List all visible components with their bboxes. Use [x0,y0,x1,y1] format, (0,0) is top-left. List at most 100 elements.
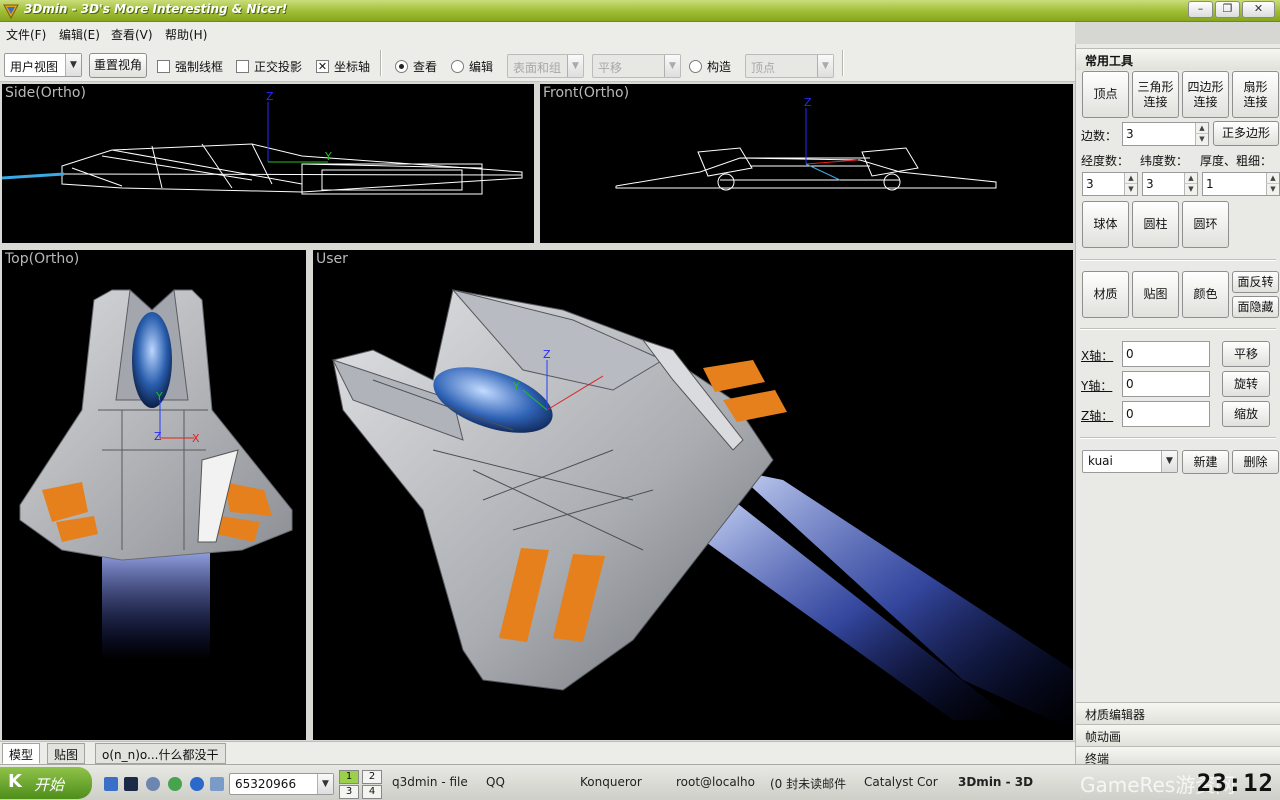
rotate-button[interactable]: 旋转 [1222,371,1270,397]
file-manager-icon[interactable] [104,777,118,791]
terminal-section[interactable]: 终端 [1076,746,1280,766]
tab-status[interactable]: o(n_n)o...什么都没干 [95,743,226,764]
hide-face-button[interactable]: 面隐藏 [1232,296,1279,318]
group-select-value: kuai [1088,454,1113,468]
tab-model[interactable]: 模型 [2,743,41,764]
top-ship-render: Y Z X [19,288,293,660]
ortho-projection-label: 正交投影 [254,60,303,74]
spin-down-icon[interactable]: ▼ [1266,184,1279,195]
force-wireframe-checkbox[interactable] [157,60,170,73]
side-wireframe: Z Y [2,90,523,195]
spin-up-icon[interactable]: ▲ [1184,173,1197,184]
desktop-4[interactable]: 4 [362,785,382,799]
menu-help[interactable]: 帮助(H) [165,28,208,42]
x-axis-label: X轴： [1081,349,1114,363]
tools-panel-header[interactable]: 常用工具 [1076,48,1280,70]
start-button[interactable]: K 开始 [0,767,92,799]
tab-texture[interactable]: 贴图 [47,743,86,764]
clock[interactable]: 23:12 [1196,769,1274,797]
sphere-button[interactable]: 球体 [1082,201,1129,248]
surface-group-value: 表面和组 [513,61,562,75]
ortho-projection-checkbox[interactable] [236,60,249,73]
triangle-connect-button[interactable]: 三角形 连接 [1132,71,1179,118]
latitude-spinbox[interactable]: 3 ▲▼ [1142,172,1198,196]
close-button[interactable]: ✕ [1242,1,1275,18]
new-group-button[interactable]: 新建 [1182,450,1229,474]
delete-group-button[interactable]: 删除 [1232,450,1279,474]
front-viewport[interactable]: Z Front(Ortho) [540,84,1073,243]
color-button[interactable]: 颜色 [1182,271,1229,318]
z-axis-label: Z轴： [1081,409,1114,423]
fan-connect-button[interactable]: 扇形 连接 [1232,71,1279,118]
z-axis-input[interactable]: 0 [1122,401,1210,427]
task-mail[interactable]: (0 封未读邮件 [770,777,847,791]
spin-down-icon[interactable]: ▼ [1195,134,1208,145]
vertex-select[interactable]: 顶点 ▼ [745,54,834,78]
spin-up-icon[interactable]: ▲ [1195,123,1208,134]
axes-label: 坐标轴 [334,60,371,74]
sides-label: 边数： [1081,129,1118,143]
spin-up-icon[interactable]: ▲ [1266,173,1279,184]
regular-polygon-button[interactable]: 正多边形 [1213,121,1279,146]
task-q3dmin[interactable]: q3dmin - file [392,775,468,789]
network-icon[interactable] [168,777,182,791]
menu-view[interactable]: 查看(V) [111,28,153,42]
task-3dmin[interactable]: 3Dmin - 3D [958,775,1034,789]
flip-face-button[interactable]: 面反转 [1232,271,1279,293]
toolbar-divider [380,50,382,76]
transform-select[interactable]: 平移 ▼ [592,54,681,78]
y-axis-label: Y轴： [1081,379,1113,393]
user-viewport[interactable]: Z Y User [313,250,1073,740]
move-button[interactable]: 平移 [1222,341,1270,367]
reset-view-button[interactable]: 重置视角 [89,53,147,78]
terminal-icon[interactable] [124,777,138,791]
quick-input[interactable]: 65320966 ▼ [229,773,334,795]
surface-group-select[interactable]: 表面和组 ▼ [507,54,584,78]
task-konqueror[interactable]: Konqueror [580,775,642,789]
axes-checkbox[interactable]: ✕ [316,60,329,73]
side-viewport[interactable]: Z Y Side(Ortho) [2,84,534,243]
desktop-1[interactable]: 1 [339,770,359,784]
texture-button[interactable]: 贴图 [1132,271,1179,318]
svg-text:X: X [192,432,200,445]
task-qq[interactable]: QQ [486,775,505,789]
spin-down-icon[interactable]: ▼ [1184,184,1197,195]
panel-divider [1080,328,1276,330]
browser-icon[interactable] [146,777,160,791]
top-viewport[interactable]: Y Z X Top(Ortho) [2,250,306,740]
mode-build-radio[interactable] [689,60,702,73]
view-select[interactable]: 用户视图 ▼ [4,53,82,77]
mode-edit-radio[interactable] [451,60,464,73]
material-editor-section[interactable]: 材质编辑器 [1076,702,1280,724]
scale-button[interactable]: 缩放 [1222,401,1270,427]
kde-logo-icon: K [8,771,22,792]
y-axis-input[interactable]: 0 [1122,371,1210,397]
toolbar-divider [842,50,844,76]
help-icon[interactable] [190,777,204,791]
x-axis-input[interactable]: 0 [1122,341,1210,367]
menu-file[interactable]: 文件(F) [6,28,47,42]
group-select[interactable]: kuai ▼ [1082,450,1178,473]
task-terminal[interactable]: root@localho [676,775,755,789]
material-button[interactable]: 材质 [1082,271,1129,318]
menu-edit[interactable]: 编辑(E) [59,28,100,42]
sides-spinbox[interactable]: 3 ▲▼ [1122,122,1209,146]
desktop-2[interactable]: 2 [362,770,382,784]
vertex-button[interactable]: 顶点 [1082,71,1129,118]
spin-up-icon[interactable]: ▲ [1124,173,1137,184]
cylinder-button[interactable]: 圆柱 [1132,201,1179,248]
maximize-button[interactable]: ❐ [1215,1,1240,18]
torus-button[interactable]: 圆环 [1182,201,1229,248]
mode-view-radio[interactable] [395,60,408,73]
x-axis-value: 0 [1126,347,1134,361]
desktop-3[interactable]: 3 [339,785,359,799]
spin-down-icon[interactable]: ▼ [1124,184,1137,195]
minimize-button[interactable]: – [1188,1,1213,18]
thickness-spinbox[interactable]: 1 ▲▼ [1202,172,1280,196]
quad-connect-button[interactable]: 四边形 连接 [1182,71,1229,118]
longitude-spinbox[interactable]: 3 ▲▼ [1082,172,1138,196]
package-icon[interactable] [210,777,224,791]
frame-animation-section[interactable]: 帧动画 [1076,724,1280,746]
task-catalyst[interactable]: Catalyst Cor [864,775,938,789]
chevron-down-icon: ▼ [317,774,333,794]
